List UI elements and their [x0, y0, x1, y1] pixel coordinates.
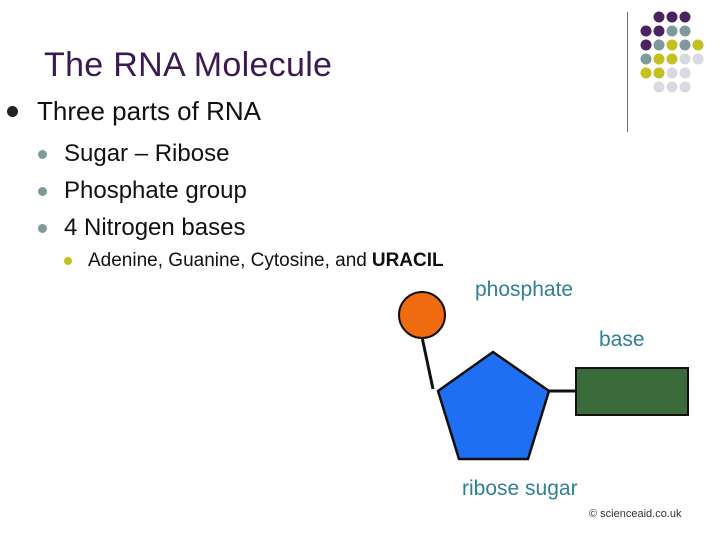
decorative-dot — [640, 53, 652, 65]
decorative-dot-grid — [640, 11, 704, 93]
bullet-bases: 4 Nitrogen bases — [38, 214, 245, 242]
phosphate-sugar-bond — [420, 336, 435, 390]
decorative-dot — [679, 25, 691, 37]
bullet-dot-icon — [64, 257, 72, 265]
decorative-dot — [692, 39, 704, 51]
uracil-emphasis: URACIL — [371, 250, 444, 271]
ribose-sugar-label: ribose sugar — [462, 477, 578, 500]
phosphate-circle — [398, 291, 446, 339]
decorative-dot — [653, 25, 665, 37]
decorative-dot — [679, 67, 691, 79]
copyright-text: © scienceaid.co.uk — [589, 508, 682, 520]
bullet-dot-icon — [38, 223, 47, 233]
decorative-dot — [666, 53, 678, 65]
bullet-base-list-text: Adenine, Guanine, Cytosine, and — [88, 250, 367, 271]
bullet-base-list: Adenine, Guanine, Cytosine, and URACIL — [64, 250, 444, 272]
bullet-main: Three parts of RNA — [7, 96, 261, 127]
bullet-dot-icon — [38, 186, 47, 196]
decorative-dot — [653, 67, 665, 79]
decorative-dot — [640, 25, 652, 37]
decorative-dot — [679, 11, 691, 23]
bullet-sugar: Sugar – Ribose — [38, 140, 229, 168]
decorative-dot — [679, 81, 691, 93]
base-rectangle — [575, 367, 689, 416]
decorative-dot — [666, 81, 678, 93]
slide-title: The RNA Molecule — [44, 46, 333, 84]
phosphate-label: phosphate — [475, 278, 574, 301]
decorative-dot — [653, 81, 665, 93]
decorative-dot — [666, 11, 678, 23]
ribose-sugar-pentagon — [436, 350, 551, 461]
decorative-dot — [653, 11, 665, 23]
bullet-bases-text: 4 Nitrogen bases — [64, 214, 246, 241]
bullet-main-text: Three parts of RNA — [37, 96, 261, 126]
decorative-dot — [666, 39, 678, 51]
bullet-sugar-text: Sugar – Ribose — [64, 140, 230, 167]
vertical-divider — [627, 12, 628, 132]
decorative-dot — [692, 53, 704, 65]
decorative-dot — [640, 67, 652, 79]
decorative-dot — [653, 53, 665, 65]
bullet-dot-icon — [38, 149, 47, 159]
bullet-phosphate-text: Phosphate group — [64, 177, 247, 204]
decorative-dot — [666, 25, 678, 37]
base-label: base — [599, 328, 645, 351]
decorative-dot — [640, 39, 652, 51]
bullet-phosphate: Phosphate group — [38, 177, 247, 205]
decorative-dot — [679, 39, 691, 51]
decorative-dot — [679, 53, 691, 65]
bullet-dot-icon — [7, 106, 18, 117]
decorative-dot — [666, 67, 678, 79]
decorative-dot — [653, 39, 665, 51]
